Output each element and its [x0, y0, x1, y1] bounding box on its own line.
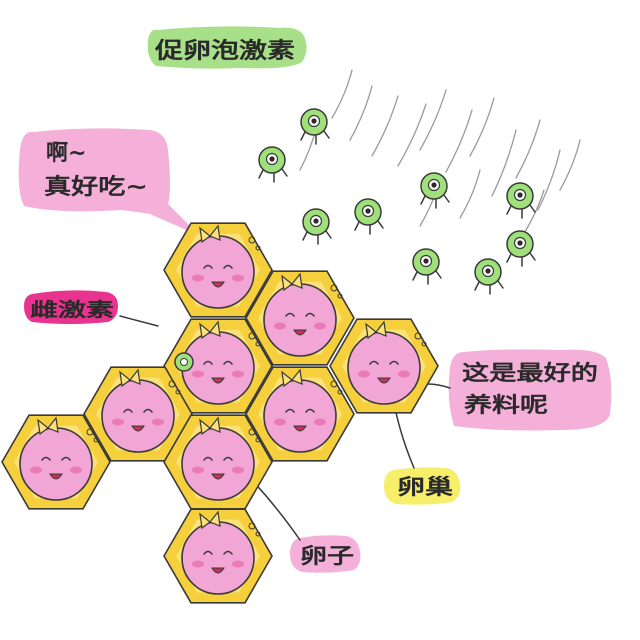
egg-text: 卵子: [300, 544, 354, 568]
egg-cell: [263, 272, 337, 357]
rain-streak: [445, 109, 473, 173]
estrogen-bubble: [24, 290, 118, 324]
follicle: [1, 414, 111, 510]
egg-cell: [181, 510, 255, 595]
egg-cell: [19, 416, 93, 501]
rain-streak: [397, 103, 427, 167]
follicle: [163, 508, 273, 604]
speech-line-1: 啊~: [46, 141, 86, 166]
follicle: [163, 318, 273, 414]
egg-bubble: [290, 535, 361, 573]
egg-cell: [181, 416, 255, 501]
hormone-particle: [300, 108, 330, 145]
follicle: [163, 222, 273, 318]
fsh-bubble: [147, 26, 307, 69]
estrogen-pointer: [119, 315, 159, 327]
egg-cell: [263, 368, 337, 453]
hormone-rain: [299, 69, 581, 241]
speech-line-2: 真好吃~: [44, 174, 148, 200]
egg-cell: [181, 224, 255, 309]
estrogen-text: 雌激素: [30, 298, 114, 321]
nutrient-bubble: [448, 349, 612, 431]
hormone-particle: [354, 198, 384, 235]
egg-label: 卵子: [243, 471, 361, 573]
hormone-particle: [302, 208, 332, 245]
rain-streak: [491, 129, 517, 197]
rain-streak: [515, 119, 541, 179]
nutrient-line-2: 养料呢: [463, 393, 548, 417]
follicle: [245, 270, 355, 366]
rain-streak: [559, 139, 581, 191]
egg-cell: [101, 368, 175, 453]
rain-streak: [419, 89, 447, 151]
rain-streak: [371, 95, 399, 157]
egg-cell: [181, 320, 255, 405]
egg-cell: [347, 320, 421, 405]
nutrient-line-1: 这是最好的: [462, 361, 598, 385]
ovary-label: 卵巢: [384, 391, 461, 505]
rain-streak: [469, 97, 495, 157]
hormone-particle: [258, 146, 288, 183]
rain-streak: [331, 69, 353, 119]
speech-bubble-tasty: 啊~ 真好吃~: [18, 128, 200, 236]
estrogen-particle: [174, 352, 194, 372]
rain-streak: [537, 149, 561, 211]
rain-streak: [349, 85, 373, 141]
follicle: [245, 366, 355, 462]
follicle: [83, 366, 193, 462]
fsh-label: 促卵泡激素: [147, 26, 307, 69]
follicle: [163, 414, 273, 510]
ovary-text: 卵巢: [397, 475, 453, 499]
hormone-particle: [420, 172, 450, 209]
rain-streak: [459, 169, 481, 219]
follicle: [329, 318, 439, 414]
hormone-particles: [258, 108, 536, 295]
fsh-text: 促卵泡激素: [154, 38, 295, 64]
nutrient-label: 这是最好的 养料呢: [427, 349, 612, 431]
hormone-particle: [506, 230, 536, 267]
ovary-bubble: [384, 467, 461, 505]
ovary-follicles: [1, 222, 439, 604]
hormone-particle: [474, 258, 504, 295]
hormone-particle: [412, 248, 442, 285]
nutrient-pointer: [427, 383, 451, 389]
hormone-particle: [506, 182, 536, 219]
estrogen-label: 雌激素: [24, 290, 159, 327]
speech-bubble-shape: [18, 128, 200, 236]
